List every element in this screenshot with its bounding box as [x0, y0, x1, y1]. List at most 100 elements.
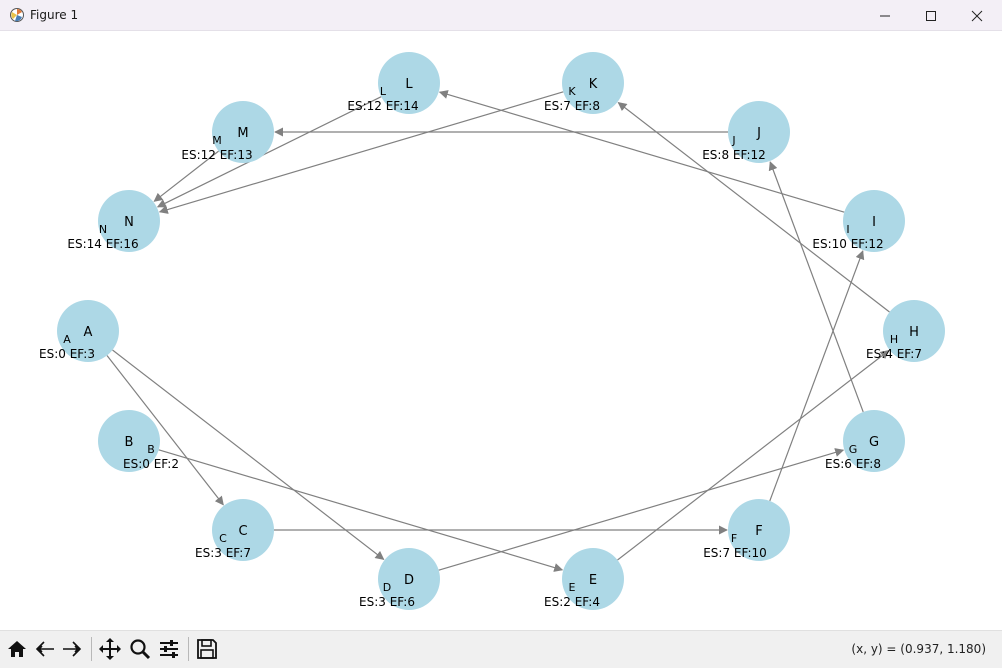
node-secondary-label: B	[147, 443, 155, 456]
edge-A-D	[112, 349, 385, 560]
node-secondary-label: D	[383, 581, 391, 594]
edge-F-I	[769, 250, 865, 502]
navigation-toolbar: (x, y) = (0.937, 1.180)	[0, 630, 1002, 668]
home-button[interactable]	[3, 635, 31, 663]
node-label: C	[238, 524, 247, 539]
node-label: G	[869, 435, 879, 450]
maximize-button[interactable]	[908, 0, 954, 31]
home-icon	[8, 641, 26, 657]
node-circle	[378, 548, 440, 610]
edges-layer	[106, 90, 890, 572]
node-schedule-label: ES:2 EF:4	[544, 595, 600, 609]
node-secondary-label: C	[219, 532, 227, 545]
cursor-coordinates: (x, y) = (0.937, 1.180)	[851, 642, 986, 656]
node-schedule-label: ES:8 EF:12	[702, 148, 766, 162]
forward-button[interactable]	[58, 635, 86, 663]
configure-subplots-button[interactable]	[155, 635, 183, 663]
node-circle	[212, 499, 274, 561]
node-label: J	[756, 126, 761, 141]
edge-G-J	[768, 161, 864, 413]
toolbar-separator	[188, 637, 189, 661]
node-circle	[843, 410, 905, 472]
node-secondary-label: G	[849, 443, 858, 456]
node-circle	[843, 190, 905, 252]
node-secondary-label: F	[731, 532, 737, 545]
node-secondary-label: K	[568, 85, 576, 98]
node-circle	[728, 101, 790, 163]
node-circle	[728, 499, 790, 561]
minimize-icon	[880, 15, 890, 16]
close-button[interactable]	[954, 0, 1000, 31]
node-circle	[212, 101, 274, 163]
close-icon	[971, 10, 983, 21]
edge-A-C	[106, 355, 224, 506]
edge-L-N	[156, 96, 382, 208]
node-schedule-label: ES:0 EF:2	[123, 457, 179, 471]
node-schedule-label: ES:0 EF:3	[39, 347, 95, 361]
edge-D-G	[438, 448, 845, 571]
edge-K-N	[158, 91, 564, 214]
edge-E-H	[617, 350, 890, 561]
node-secondary-label: A	[63, 333, 71, 346]
pan-icon	[99, 638, 121, 660]
node-secondary-label: E	[569, 581, 576, 594]
node-label: I	[872, 215, 876, 230]
node-circle	[883, 300, 945, 362]
pan-button[interactable]	[96, 635, 124, 663]
zoom-icon	[130, 639, 151, 660]
node-label: L	[405, 77, 413, 92]
node-schedule-label: ES:14 EF:16	[67, 237, 138, 251]
edge-I-L	[438, 90, 845, 213]
node-label: D	[404, 573, 414, 588]
configure-icon	[160, 640, 178, 658]
node-schedule-label: ES:6 EF:8	[825, 457, 881, 471]
back-button[interactable]	[31, 635, 59, 663]
node-label: A	[84, 325, 93, 340]
node-schedule-label: ES:10 EF:12	[812, 237, 883, 251]
node-circle	[57, 300, 119, 362]
minimize-button[interactable]	[862, 0, 908, 31]
node-circle	[98, 190, 160, 252]
node-circle	[562, 52, 624, 114]
edge-H-K	[617, 102, 890, 313]
toolbar-separator	[91, 637, 92, 661]
edge-B-E	[158, 449, 564, 572]
node-schedule-label: ES:4 EF:7	[866, 347, 922, 361]
save-button[interactable]	[193, 635, 221, 663]
node-label: N	[124, 215, 134, 230]
back-icon	[35, 641, 54, 657]
window-title: Figure 1	[30, 8, 79, 22]
maximize-icon	[926, 10, 936, 21]
node-schedule-label: ES:12 EF:14	[347, 99, 418, 113]
node-schedule-label: ES:7 EF:8	[544, 99, 600, 113]
node-schedule-label: ES:3 EF:7	[195, 546, 251, 560]
node-secondary-label: I	[846, 223, 849, 236]
node-label: M	[237, 126, 248, 141]
node-secondary-label: J	[731, 134, 735, 147]
save-icon	[197, 639, 217, 659]
node-secondary-label: H	[890, 333, 898, 346]
forward-icon	[63, 641, 82, 657]
node-secondary-label: M	[212, 134, 222, 147]
zoom-button[interactable]	[126, 635, 154, 663]
node-label: F	[755, 524, 762, 539]
node-circle	[562, 548, 624, 610]
node-label: B	[125, 435, 134, 450]
node-circle	[378, 52, 440, 114]
edge-M-N	[153, 150, 219, 202]
node-label: H	[909, 325, 919, 340]
node-schedule-label: ES:12 EF:13	[181, 148, 252, 162]
node-circle	[98, 410, 160, 472]
